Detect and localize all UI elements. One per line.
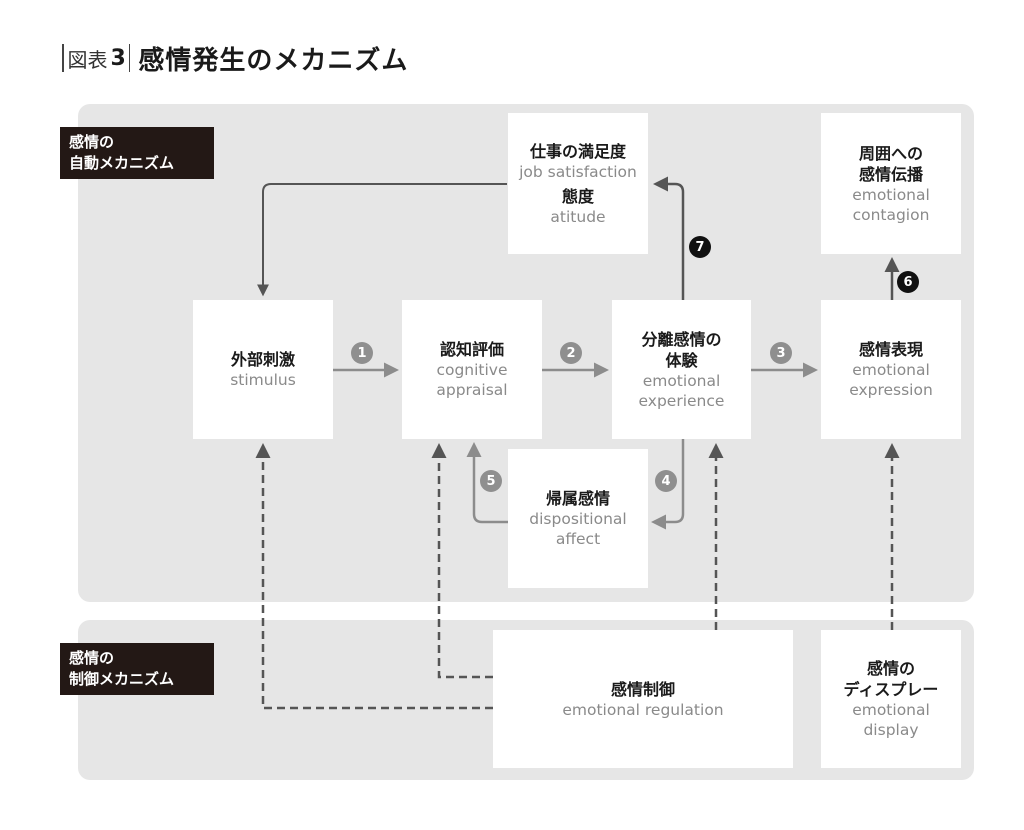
dashed-arrow-to-appraisal <box>431 443 493 679</box>
stimulus-en: stimulus <box>230 371 296 389</box>
display-en-line2: display <box>863 721 919 739</box>
step-7-marker: 7 <box>689 236 711 258</box>
step-2-marker: 2 <box>560 342 582 364</box>
step-3-marker: 3 <box>770 342 792 364</box>
stimulus-box: 外部刺激 stimulus <box>193 300 333 439</box>
auto-label-line2: 自動メカニズム <box>69 154 175 172</box>
experience-en-line2: experience <box>638 391 725 410</box>
job-satisfaction-jp: 仕事の満足度 <box>529 141 626 161</box>
auto-label-line1: 感情の <box>69 133 115 151</box>
experience-jp-line1: 分離感情の <box>641 329 722 349</box>
display-jp-line2: ディスプレー <box>843 680 939 699</box>
arrow-feedback <box>257 183 507 297</box>
control-label-line2: 制御メカニズム <box>69 670 175 688</box>
experience-jp-line2: 体験 <box>665 350 698 370</box>
figure-title-text: 感情発生のメカニズム <box>138 45 409 76</box>
job-satisfaction-en: job satisfaction <box>519 162 637 181</box>
emotional-expression-box: 感情表現 emotional expression <box>821 300 961 439</box>
expression-jp: 感情表現 <box>858 340 923 359</box>
appraisal-en-line1: cognitive <box>436 361 508 379</box>
cognitive-appraisal-box: 認知評価 cognitive appraisal <box>402 300 542 439</box>
disposition-en-line2: affect <box>555 530 601 548</box>
display-en-line1: emotional <box>852 701 930 719</box>
appraisal-jp: 認知評価 <box>439 340 504 359</box>
expression-en-line2: expression <box>849 381 933 399</box>
regulation-en: emotional regulation <box>562 700 724 719</box>
stimulus-jp: 外部刺激 <box>230 350 295 369</box>
arrow-4 <box>651 439 685 530</box>
step-1-marker: 1 <box>351 342 373 364</box>
arrow-7 <box>653 176 685 300</box>
control-label-line1: 感情の <box>69 649 115 667</box>
contagion-jp-line2: 感情伝播 <box>858 164 923 184</box>
dashed-arrow-to-stimulus <box>255 443 493 710</box>
auto-mechanism-label: 感情の 自動メカニズム <box>60 127 214 179</box>
title-divider-right <box>128 44 131 72</box>
disposition-jp: 帰属感情 <box>545 489 610 508</box>
contagion-en-line2: contagion <box>852 205 930 224</box>
attitude-en: atitude <box>550 207 606 226</box>
figure-title: 図表 3 感情発生のメカニズム <box>62 36 408 80</box>
arrow-5 <box>466 442 508 524</box>
expression-en-line1: emotional <box>852 361 930 379</box>
emotional-regulation-box: 感情制御 emotional regulation <box>493 630 793 768</box>
step-6-marker: 6 <box>897 271 919 293</box>
attitude-jp: 態度 <box>561 186 594 206</box>
control-mechanism-label: 感情の 制御メカニズム <box>60 643 214 695</box>
figure-prefix: 図表 <box>67 47 108 72</box>
emotional-experience-box: 分離感情の 体験 emotional experience <box>612 300 751 439</box>
appraisal-en-line2: appraisal <box>436 381 508 399</box>
experience-en-line1: emotional <box>642 371 721 390</box>
step-5-marker: 5 <box>480 470 502 492</box>
job-satisfaction-box: 仕事の満足度 job satisfaction 態度 atitude <box>508 113 648 254</box>
regulation-jp: 感情制御 <box>610 679 675 699</box>
contagion-en-line1: emotional <box>852 185 930 204</box>
figure-number: 3 <box>110 45 126 71</box>
emotional-display-box: 感情の ディスプレー emotional display <box>821 630 961 768</box>
title-divider-left <box>62 44 64 72</box>
display-jp-line1: 感情の <box>866 659 915 678</box>
contagion-jp-line1: 周囲への <box>858 143 923 163</box>
dispositional-affect-box: 帰属感情 dispositional affect <box>508 449 648 588</box>
disposition-en-line1: dispositional <box>529 510 627 528</box>
emotional-contagion-box: 周囲への 感情伝播 emotional contagion <box>821 113 961 254</box>
step-4-marker: 4 <box>655 470 677 492</box>
